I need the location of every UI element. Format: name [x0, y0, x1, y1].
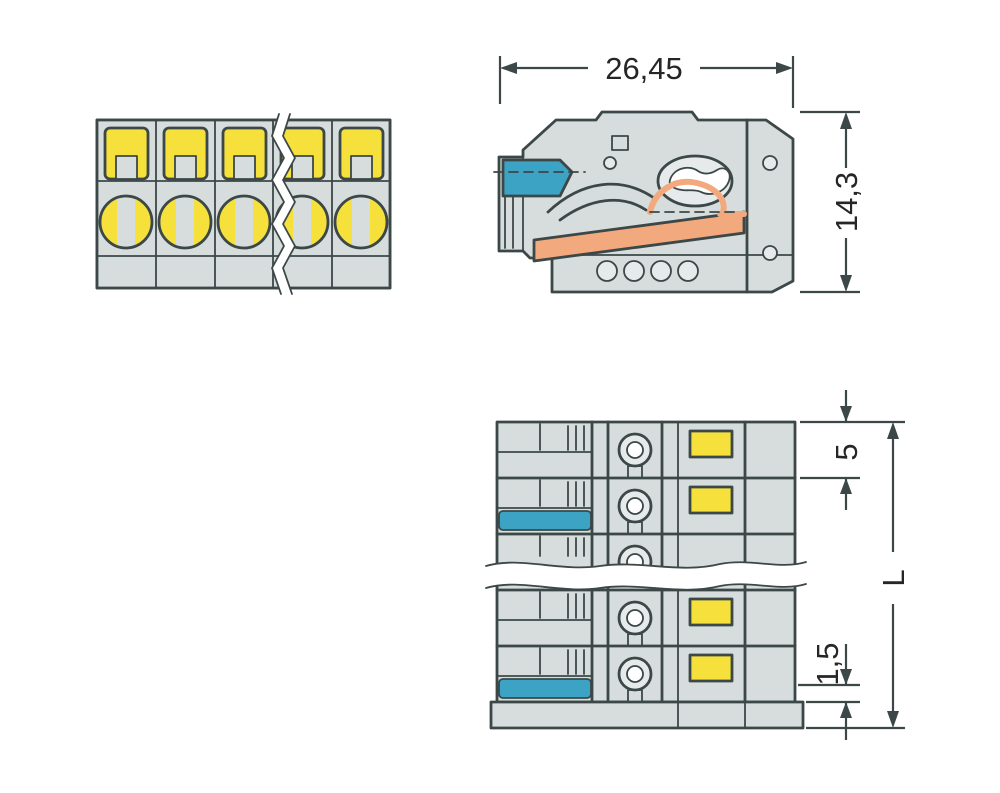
pole-row: [495, 420, 797, 480]
break-line-bottom: [485, 561, 807, 591]
dimension-length: L: [806, 422, 911, 730]
test-slot: [688, 653, 734, 683]
test-slot: [688, 597, 734, 627]
arrowhead-down: [840, 275, 852, 292]
terminal-pole: [98, 126, 154, 250]
lever-notch: [291, 155, 314, 180]
contact-insert: [501, 158, 574, 198]
busbar: [532, 210, 746, 263]
terminal-pole: [333, 126, 389, 250]
lever-notch: [174, 155, 197, 180]
pole-row: [495, 476, 797, 536]
strain-relief-hole: [677, 260, 699, 282]
test-slot: [688, 429, 734, 459]
dimension-offset: 1,5: [798, 642, 860, 740]
dim-label-pitch: 5: [829, 443, 864, 460]
front-view: [95, 113, 392, 295]
strain-relief-hole: [596, 260, 618, 282]
clamp-spring: [558, 198, 648, 222]
coding-marker: [498, 510, 592, 531]
pole-row: [496, 644, 747, 704]
test-slot: [688, 485, 734, 515]
dim-label-offset: 1,5: [810, 642, 845, 685]
dimension-width: 26,45: [498, 51, 795, 108]
dimension-height: 14,3: [800, 110, 864, 294]
break-line-front: [271, 113, 296, 295]
latch-pin: [762, 245, 778, 261]
dim-label-height: 14,3: [829, 172, 864, 232]
lever-notch: [233, 155, 256, 180]
pivot-hole: [603, 156, 617, 170]
arrowhead-left: [500, 62, 517, 74]
bottom-view: [485, 420, 807, 730]
latch-pin: [762, 155, 778, 171]
coding-marker: [498, 678, 592, 699]
arrowhead-down: [840, 669, 852, 685]
arrowhead-down: [887, 711, 899, 728]
strain-relief-hole: [623, 260, 645, 282]
coding-slot: [611, 135, 629, 151]
lever-notch: [115, 155, 138, 180]
arrowhead-down: [840, 406, 852, 422]
side-section-view: [493, 110, 795, 294]
arrowhead-right: [776, 62, 793, 74]
strain-relief-hole: [650, 260, 672, 282]
mounting-flange: [489, 700, 805, 730]
dimension-pitch: 5: [800, 390, 905, 510]
arrowhead-up: [887, 422, 899, 439]
dim-label-length: L: [876, 569, 911, 586]
terminal-pole: [216, 126, 272, 250]
dim-label-width: 26,45: [605, 51, 683, 86]
arrowhead-up: [840, 702, 852, 718]
spring-contact: [647, 178, 727, 218]
clamp-spring: [546, 182, 656, 214]
lever-notch: [350, 155, 373, 180]
terminal-pole: [157, 126, 213, 250]
arrowhead-up: [840, 478, 852, 494]
arrowhead-up: [840, 112, 852, 129]
